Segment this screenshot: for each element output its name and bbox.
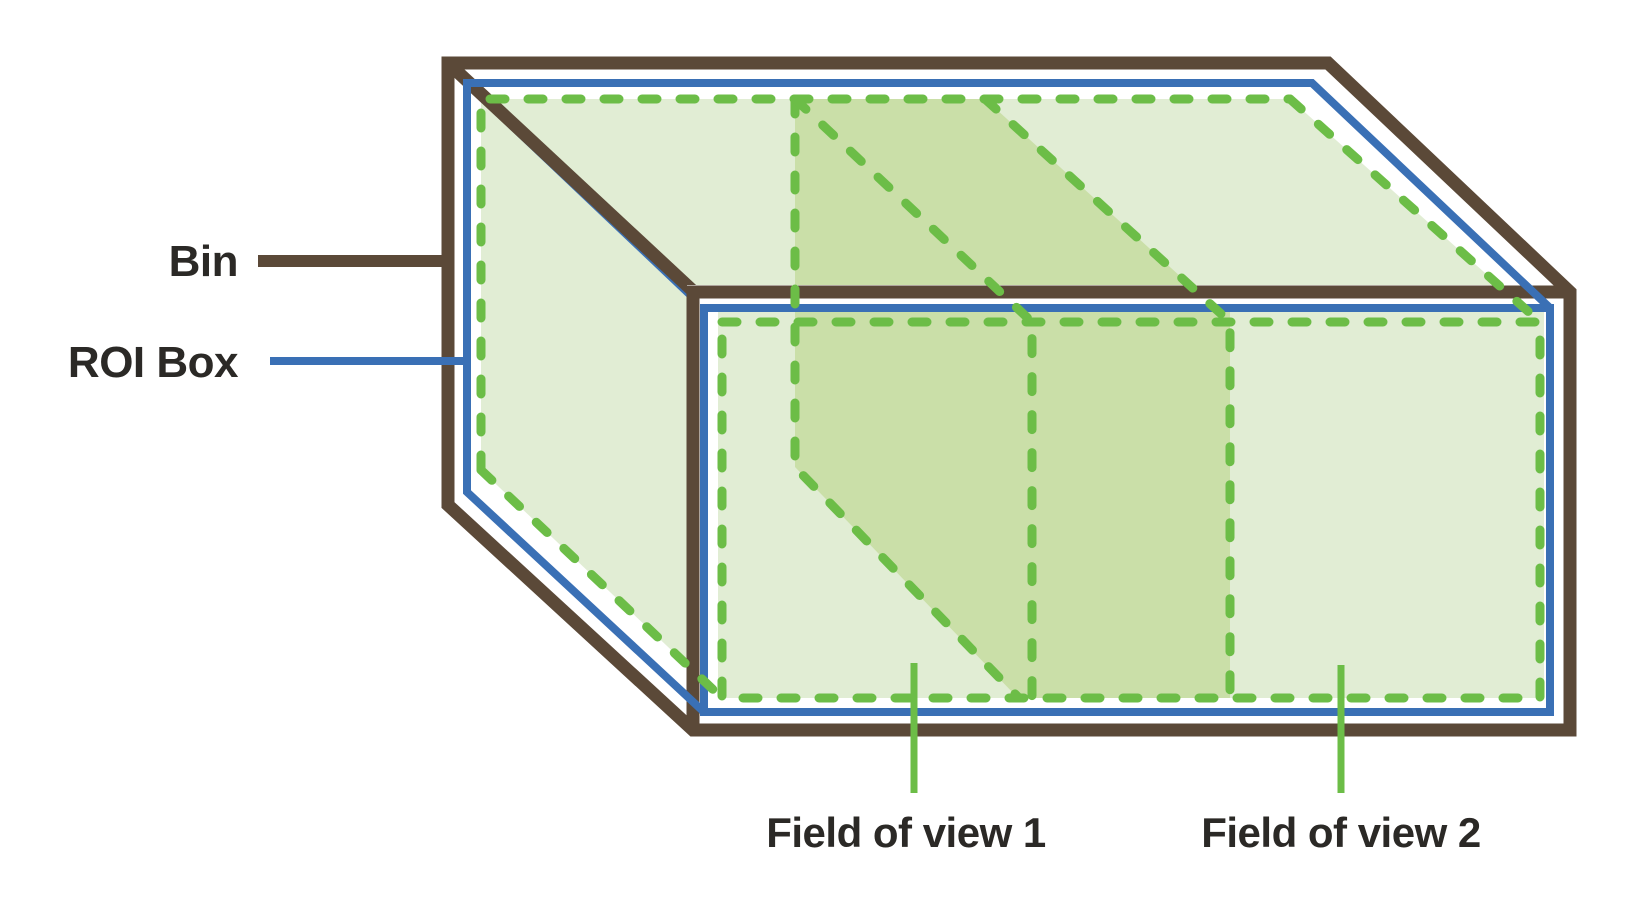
bin-outline — [441, 56, 1577, 737]
fov2-left-boundary-bent — [790, 94, 1023, 702]
fov-boundary-top-right-slant — [1285, 94, 1545, 327]
fov-overlap-fill-top — [795, 99, 1192, 287]
fov-boundary-back-left — [476, 94, 1295, 475]
bin-label: Bin — [168, 237, 239, 286]
roi-box-label: ROI Box — [67, 338, 239, 387]
fov2-label: Field of view 2 — [1201, 809, 1481, 856]
fov-boundary-bottom-left-slant — [476, 465, 727, 703]
roi-box-outline — [463, 79, 1554, 716]
fov-boundary-front-rect — [717, 317, 1545, 703]
fov2-left-boundary-front — [790, 94, 1037, 703]
fov1-right-boundary — [980, 94, 1235, 703]
fov-overlap-fill-front — [795, 312, 1230, 698]
fov1-label: Field of view 1 — [766, 809, 1046, 856]
